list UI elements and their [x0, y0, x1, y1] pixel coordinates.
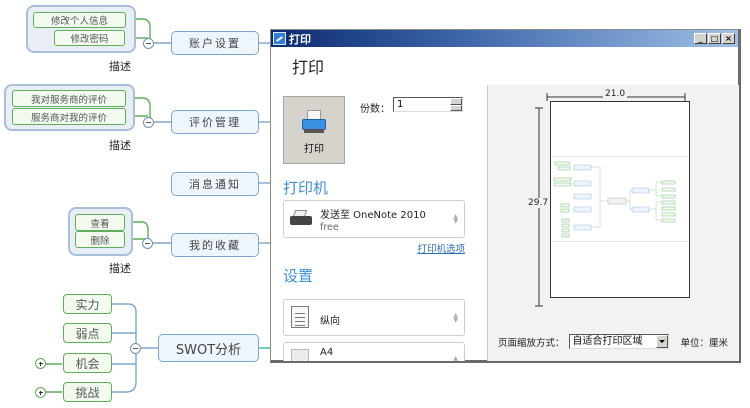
leaf-opportunities[interactable]: 机会 [63, 353, 112, 373]
paper-size-value: A4 [320, 347, 334, 358]
print-settings-panel: 打印 份数： 1 打印机 发送至 OneNote 2010 free ▲▼ 打印… [271, 85, 476, 361]
settings-section-title: 设置 [283, 267, 314, 285]
height-label: 29.7 [526, 198, 551, 208]
leaf-reviews-of-me[interactable]: 服务商对我的评价 [12, 108, 126, 125]
print-dialog: 打印 _ □ × 打印 打印 份数： 1 打印机 发送至 OneNote 201… [270, 29, 741, 363]
copies-stepper[interactable]: 1 [393, 97, 463, 112]
mind-map-thumbnail [552, 156, 688, 242]
copies-value: 1 [397, 99, 404, 110]
updown-arrows-icon: ▲▼ [453, 311, 458, 324]
page-scale-select[interactable]: 自适合打印区域 [568, 334, 669, 349]
paper-size-select[interactable]: A4 ▲▼ [283, 342, 465, 361]
caption-description: 描述 [109, 60, 131, 73]
expand-toggle-opportunities[interactable] [35, 358, 46, 369]
print-button-label: 打印 [304, 144, 324, 155]
unit-label: 单位：厘米 [680, 337, 729, 349]
app-icon [273, 32, 286, 45]
collapse-toggle-favorites[interactable] [142, 238, 153, 249]
updown-arrows-icon: ▲▼ [453, 354, 458, 361]
caption-description: 描述 [109, 139, 131, 152]
leaf-weaknesses[interactable]: 弱点 [63, 323, 112, 343]
leaf-my-reviews[interactable]: 我对服务商的评价 [12, 90, 126, 107]
page-scale-label: 页面缩放方式： [498, 337, 565, 349]
portrait-document-icon [291, 306, 309, 328]
leaf-strengths[interactable]: 实力 [63, 294, 112, 314]
window-title: 打印 [289, 32, 311, 46]
spin-down-button[interactable] [450, 104, 462, 111]
caption-description: 描述 [109, 262, 131, 275]
updown-arrows-icon: ▲▼ [453, 213, 458, 225]
minimize-button[interactable]: _ [694, 33, 707, 44]
print-button[interactable]: 打印 [283, 96, 345, 164]
printer-select[interactable]: 发送至 OneNote 2010 free ▲▼ [283, 200, 465, 238]
collapse-toggle-swot[interactable] [130, 343, 141, 354]
page-scale-value: 自适合打印区域 [572, 336, 643, 347]
printer-name: 发送至 OneNote 2010 [320, 210, 426, 221]
leaf-delete[interactable]: 删除 [75, 231, 125, 248]
preview-page [550, 101, 690, 298]
dialog-heading: 打印 [292, 58, 325, 77]
printer-options-link[interactable]: 打印机选项 [417, 244, 465, 255]
page-scale-row: 页面缩放方式： 自适合打印区域 单位：厘米 [498, 334, 728, 349]
title-bar[interactable]: 打印 _ □ × [271, 30, 738, 47]
collapse-toggle-review[interactable] [143, 117, 154, 128]
spin-up-button[interactable] [450, 98, 462, 105]
collapse-toggle-account[interactable] [143, 38, 154, 49]
leaf-edit-profile[interactable]: 修改个人信息 [33, 12, 126, 28]
leaf-threats[interactable]: 挑战 [63, 382, 112, 402]
orientation-select[interactable]: 纵向 ▲▼ [283, 299, 465, 336]
printer-icon [290, 210, 312, 226]
node-notifications[interactable]: 消息通知 [171, 172, 259, 196]
width-label: 21.0 [603, 89, 628, 99]
node-my-favorites[interactable]: 我的收藏 [171, 233, 259, 257]
close-button[interactable]: × [722, 33, 735, 44]
node-swot-analysis[interactable]: SWOT分析 [158, 334, 259, 362]
copies-label: 份数： [360, 104, 390, 115]
node-review-management[interactable]: 评价管理 [171, 110, 259, 134]
dropdown-arrow-icon[interactable] [655, 335, 668, 348]
orientation-value: 纵向 [320, 316, 340, 327]
maximize-button[interactable]: □ [708, 33, 721, 44]
leaf-change-password[interactable]: 修改密码 [54, 30, 125, 46]
expand-toggle-threats[interactable] [35, 387, 46, 398]
printer-icon [302, 110, 326, 134]
print-preview-panel: 21.0 29.7 [487, 85, 739, 361]
node-account-settings[interactable]: 账户设置 [171, 31, 259, 55]
printer-section-title: 打印机 [283, 179, 329, 197]
blank-page-icon [291, 349, 309, 361]
leaf-view[interactable]: 查看 [75, 214, 125, 231]
printer-status: free [320, 222, 339, 233]
